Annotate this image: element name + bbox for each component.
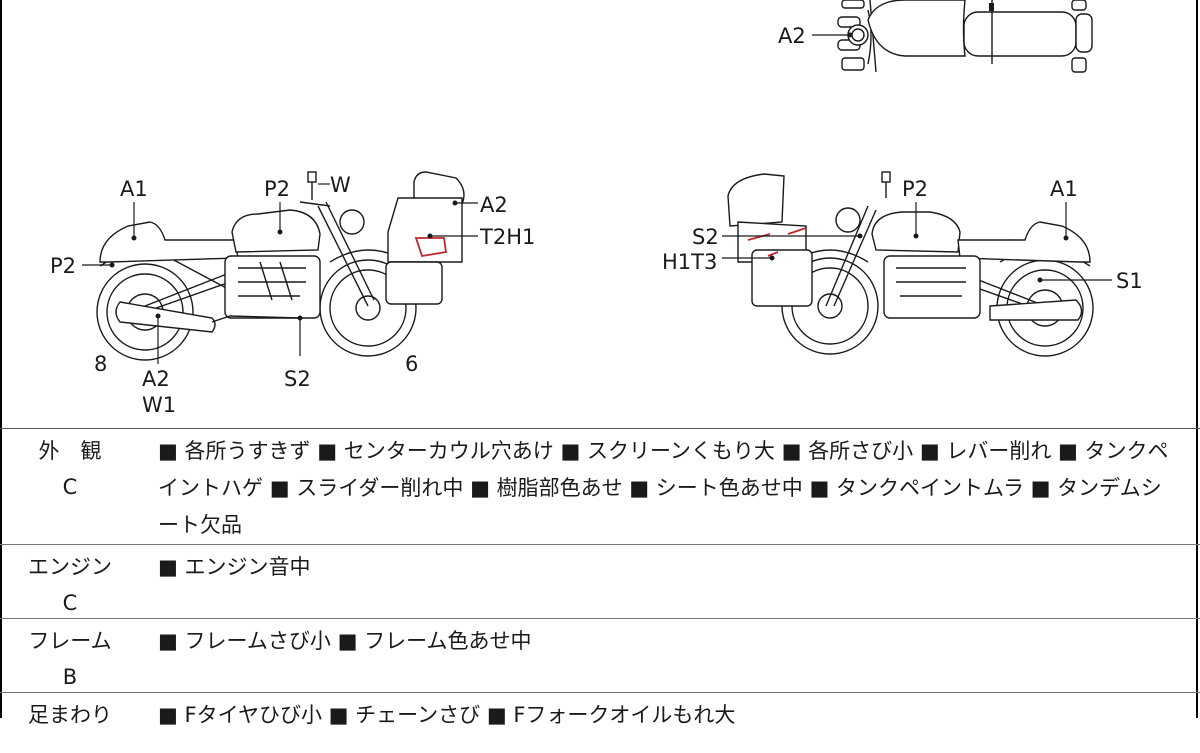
condition-items: ■ フレームさび小 ■ フレーム色あせ中 (140, 619, 1200, 692)
grade-label: C (62, 591, 78, 615)
label-right-s2: S2 (692, 225, 719, 249)
label-right-h1t3: H1T3 (662, 250, 717, 274)
category-cell: 外 観 C (0, 429, 140, 544)
table-row-engine: エンジン C ■ エンジン音中 (0, 545, 1200, 619)
label-left-p2-rear: P2 (50, 254, 76, 278)
leader-lines (82, 32, 1112, 364)
category-cell: エンジン C (0, 545, 140, 618)
motorcycle-condition-diagram: A2 A1 P2 W A2 T2H1 P2 8 A2 W1 S2 6 P2 A1… (50, 0, 1143, 417)
label-right-a1: A1 (1050, 177, 1078, 201)
grade-label: B (62, 665, 78, 689)
condition-item: ■ 各所さび小 (781, 439, 914, 463)
label-left-w: W (330, 173, 351, 197)
condition-item: ■ 各所うすきず (158, 439, 311, 463)
table-row-suspension: 足まわり ■ Fタイヤひび小 ■ チェーンさび ■ Fフォークオイルもれ大 (0, 693, 1200, 753)
condition-item: ■ シート色あせ中 (629, 476, 803, 500)
motorcycle-left-side (96, 171, 465, 361)
motorcycle-right-side (727, 171, 1094, 357)
category-label: エンジン (28, 555, 112, 579)
label-left-p2-tank: P2 (264, 177, 290, 201)
condition-item: ■ レバー削れ (919, 439, 1052, 463)
condition-table: 外 観 C ■ 各所うすきず ■ センターカウル穴あけ ■ スクリーンくもり大 … (0, 428, 1200, 753)
condition-item: ■ 樹脂部色あせ (470, 476, 623, 500)
condition-item: ■ チェーンさび (328, 703, 481, 727)
category-label: 足まわり (28, 703, 112, 727)
condition-item: ■ Fタイヤひび小 (158, 703, 322, 727)
condition-item: ■ スクリーンくもり大 (560, 439, 775, 463)
condition-item: ■ タンクペイントムラ (809, 476, 1024, 500)
label-left-t2h1: T2H1 (479, 225, 535, 249)
label-right-p2: P2 (902, 177, 928, 201)
condition-item: ■ Fフォークオイルもれ大 (486, 703, 736, 727)
category-cell: フレーム B (0, 619, 140, 692)
label-top-a2: A2 (778, 24, 806, 48)
condition-item: ■ フレーム色あせ中 (337, 629, 532, 653)
condition-items: ■ エンジン音中 (140, 545, 1200, 618)
label-left-8: 8 (94, 352, 107, 376)
page-frame (0, 0, 1198, 718)
condition-items: ■ 各所うすきず ■ センターカウル穴あけ ■ スクリーンくもり大 ■ 各所さび… (140, 429, 1200, 544)
table-row-frame: フレーム B ■ フレームさび小 ■ フレーム色あせ中 (0, 619, 1200, 693)
label-left-a2-bottom: A2 (142, 367, 170, 391)
label-left-a1: A1 (120, 177, 148, 201)
condition-item: ■ センターカウル穴あけ (317, 439, 554, 463)
condition-items: ■ Fタイヤひび小 ■ チェーンさび ■ Fフォークオイルもれ大 (140, 693, 1200, 753)
condition-item: ■ エンジン音中 (158, 555, 311, 579)
label-left-w1: W1 (142, 393, 176, 417)
category-cell: 足まわり (0, 693, 140, 753)
condition-item: ■ スライダー削れ中 (269, 476, 464, 500)
motorcycle-top-view (837, 0, 1093, 73)
label-left-a2-cowl: A2 (480, 193, 508, 217)
table-row-exterior: 外 観 C ■ 各所うすきず ■ センターカウル穴あけ ■ スクリーンくもり大 … (0, 429, 1200, 545)
condition-item: ■ フレームさび小 (158, 629, 331, 653)
label-left-6: 6 (405, 352, 418, 376)
category-label: フレーム (28, 629, 112, 653)
label-left-s2: S2 (284, 367, 311, 391)
condition-item: ■ タンデムシート欠品 (158, 476, 1162, 537)
category-label: 外 観 (38, 439, 102, 463)
condition-item: ■ タンクペイントハゲ (158, 439, 1169, 500)
label-right-s1: S1 (1116, 269, 1143, 293)
grade-label: C (62, 475, 78, 499)
